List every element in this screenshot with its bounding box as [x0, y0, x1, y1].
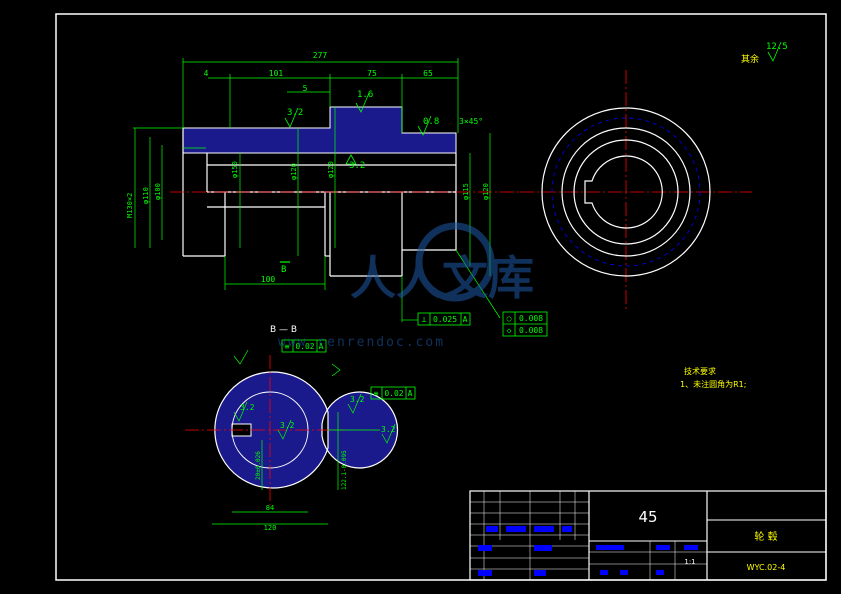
- dim-overall-length: 277: [313, 51, 328, 60]
- sec-keyway-width: 20±0.026: [255, 451, 262, 480]
- dim-phi120a: φ120: [290, 163, 298, 180]
- roughness-marks: [284, 41, 782, 165]
- svg-text:3.2: 3.2: [381, 425, 396, 434]
- sec-keyway-depth: 122.1-0.095: [341, 450, 348, 490]
- watermark-url: www.renrendoc.com: [278, 335, 445, 350]
- dim-m130: M130×2: [126, 193, 134, 218]
- watermark-main: 人人文库: [350, 251, 534, 305]
- sec-dim-120: 120: [264, 524, 277, 532]
- dim-100: 100: [261, 275, 276, 284]
- svg-text:◇: ◇: [507, 326, 512, 335]
- dim-101: 101: [269, 69, 284, 78]
- dim-phi120b: φ120: [327, 161, 335, 178]
- material-label: 45: [638, 508, 657, 526]
- tolerance-circularity: ○ 0.008 ◇ 0.008: [502, 311, 548, 337]
- dim-left-2: φ100: [154, 183, 162, 200]
- drawing-number: WYC.02-4: [747, 563, 786, 572]
- svg-text:0.025: 0.025: [433, 315, 457, 324]
- scale-value: 1:1: [684, 558, 695, 566]
- svg-text:3.2: 3.2: [240, 403, 255, 412]
- roughness-0-8: 0.8: [423, 117, 439, 127]
- dim-65: 65: [423, 69, 433, 78]
- dim-right-2: φ120: [482, 183, 490, 200]
- tolerance-symmetry-2: ≡ 0.02 A: [370, 386, 416, 400]
- roughness-3-2-b: 3.2: [349, 161, 365, 171]
- part-name: 轮 毂: [754, 530, 777, 543]
- svg-text:A: A: [463, 315, 468, 324]
- tolerance-symmetry-1: ≡ 0.02 A: [281, 339, 327, 353]
- svg-text:3.2: 3.2: [280, 421, 295, 430]
- dim-left-1: φ110: [142, 187, 150, 204]
- dim-75: 75: [367, 69, 377, 78]
- dim-5: 5: [303, 84, 308, 93]
- tolerance-perpendicularity: ⊥ 0.025 A: [417, 312, 471, 326]
- roughness-rest-label: 其余: [741, 53, 759, 65]
- section-marker-b: B: [281, 265, 286, 275]
- title-block: 45 轮 毂 WYC.02-4 1:1: [469, 490, 827, 581]
- dim-chamfer: 3×45°: [459, 117, 483, 126]
- svg-text:≡: ≡: [374, 389, 379, 398]
- dim-phi150: φ150: [231, 161, 239, 178]
- svg-text:0.008: 0.008: [519, 314, 543, 323]
- svg-text:0.02: 0.02: [295, 342, 314, 351]
- svg-text:⊥: ⊥: [422, 315, 427, 324]
- upper-hatch: [182, 106, 457, 154]
- main-dim-lines: [133, 58, 501, 322]
- watermark: 人人文库 www.renrendoc.com: [278, 222, 534, 350]
- notes-item-1: 1、未注圆角为R1;: [680, 379, 746, 389]
- svg-text:A: A: [319, 342, 324, 351]
- svg-text:≡: ≡: [285, 342, 290, 351]
- dim-4: 4: [204, 69, 209, 78]
- section-b-b-view: B — B 3.2 3.2 3.2 3.2 84 120 20±0.026: [185, 325, 416, 532]
- end-view: [520, 70, 752, 312]
- roughness-rest-value: 12.5: [766, 42, 788, 52]
- notes-title: 技术要求: [684, 366, 716, 376]
- svg-text:0.02: 0.02: [384, 389, 403, 398]
- svg-text:3.2: 3.2: [350, 395, 365, 404]
- svg-text:0.008: 0.008: [519, 326, 543, 335]
- dim-right-1: φ115: [462, 183, 470, 200]
- roughness-1-6: 1.6: [357, 90, 373, 100]
- technical-notes: 技术要求 1、未注圆角为R1;: [680, 366, 746, 389]
- sec-dim-84: 84: [266, 504, 274, 512]
- main-section-view: 277 4 101 75 65 5 100 3×45° M130×2 φ110 …: [126, 41, 788, 337]
- sheet-border: [55, 13, 827, 581]
- roughness-3-2-a: 3.2: [287, 108, 303, 118]
- svg-text:A: A: [408, 389, 413, 398]
- main-outlines: [182, 128, 457, 277]
- svg-text:○: ○: [507, 314, 512, 323]
- section-title: B — B: [270, 325, 297, 335]
